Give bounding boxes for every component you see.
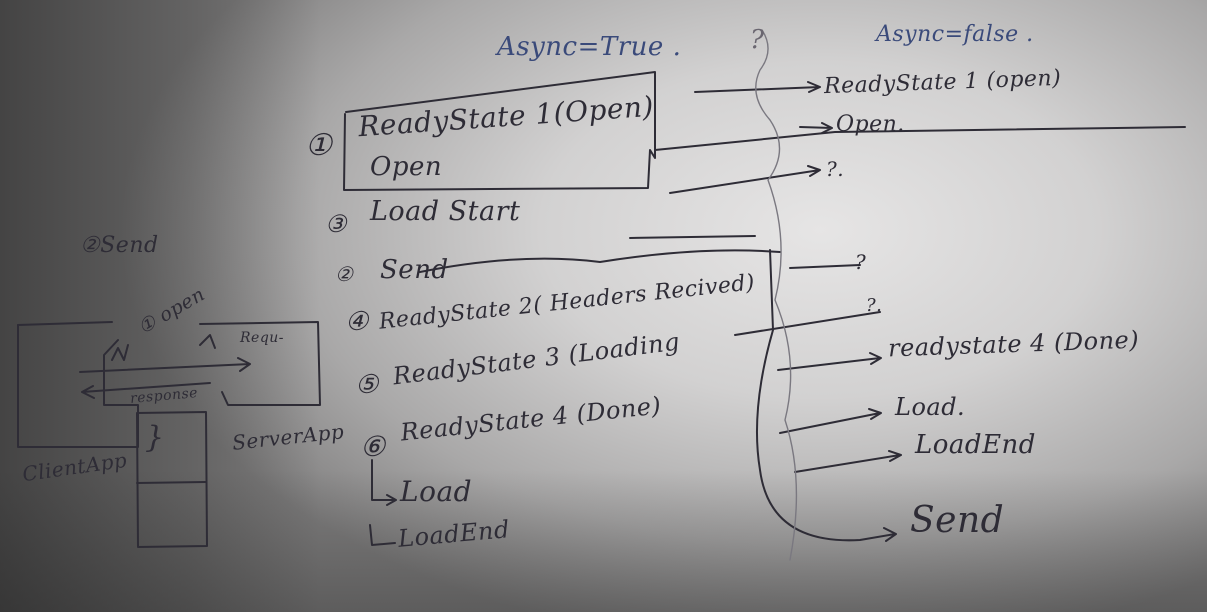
arrow-open: [654, 126, 1186, 151]
false-item-loadend: LoadEnd: [915, 430, 1036, 460]
arrow-q3: [734, 311, 881, 336]
step4-number: ④: [345, 307, 369, 337]
storage-brace: }: [145, 420, 165, 455]
server-box: [199, 321, 321, 406]
arrow-open-head: [799, 122, 833, 134]
false-item-q2: ?: [855, 250, 867, 274]
step3-number: ③: [325, 210, 348, 238]
false-item-load: Load.: [895, 393, 966, 421]
async-true-heading: Async=True .: [497, 32, 682, 62]
client-box-top: [17, 321, 113, 326]
step3-text: Load Start: [370, 196, 521, 227]
request-label: Requ-: [240, 330, 285, 346]
loadend-branch: [369, 524, 396, 546]
arrow-q1: [669, 165, 821, 194]
storage-box: [136, 411, 208, 548]
false-item-q1: ?.: [826, 157, 845, 181]
storage-divider: [136, 481, 207, 484]
false-item-open: Open.: [836, 112, 905, 137]
step5-number: ⑤: [355, 370, 379, 400]
step1-open: Open: [370, 152, 443, 182]
step6-number: ⑥: [360, 430, 386, 463]
faint-divider: [755, 29, 798, 561]
question-mark: ?: [750, 25, 765, 55]
request-arrow: [79, 357, 251, 373]
shadow-bottom: [0, 470, 1207, 612]
client-box: [17, 324, 139, 448]
substep-load: Load: [400, 475, 473, 508]
arrow-load: [779, 408, 882, 434]
send-underline: [419, 235, 781, 273]
load-branch: [371, 459, 397, 506]
send-note: ②Send: [80, 233, 159, 258]
send-bracket: [756, 249, 897, 542]
async-false-heading: Async=false .: [876, 22, 1034, 47]
false-item-send: Send: [910, 500, 1005, 541]
step1-box: [343, 71, 656, 191]
arrow-readystate1: [694, 81, 821, 93]
arrow-q2: [789, 264, 861, 269]
step1-number: ①: [305, 128, 333, 163]
step2-number: ②: [335, 262, 354, 286]
step2-text: Send: [380, 255, 449, 285]
client-port: [111, 344, 129, 361]
response-arrow: [81, 382, 211, 399]
server-port: [199, 334, 216, 349]
false-item-q3: ?.: [866, 295, 883, 316]
arrow-loadend: [794, 450, 902, 473]
shadow-left: [0, 0, 320, 612]
arrow-readystate4: [777, 352, 882, 371]
